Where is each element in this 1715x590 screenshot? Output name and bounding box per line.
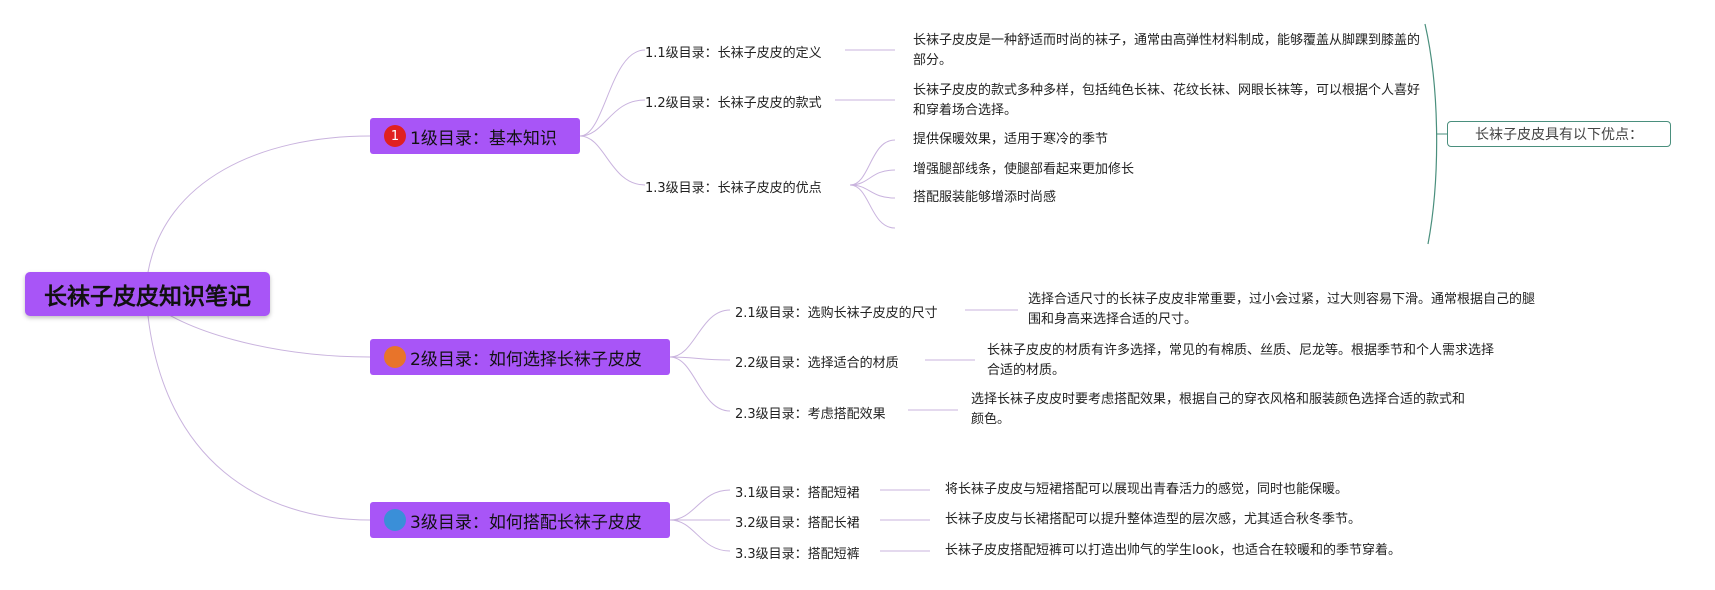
leaf-1-3-1[interactable]: 提供保暖效果，适用于寒冷的季节 [913, 132, 1109, 147]
subtopic-2-1[interactable]: 2.1级目录：选购长袜子皮皮的尺寸 [735, 306, 938, 321]
branch-2-node[interactable]: 2级目录：如何选择长袜子皮皮 [370, 339, 670, 375]
leaf-1-3-2[interactable]: 增强腿部线条，使腿部看起来更加修长 [913, 162, 1135, 177]
leaf-1-2[interactable]: 长袜子皮皮的款式多种多样，包括纯色长袜、花纹长袜、网眼长袜等，可以根据个人喜好和… [913, 83, 1421, 118]
leaf-2-2[interactable]: 长袜子皮皮的材质有许多选择，常见的有棉质、丝质、尼龙等。根据季节和个人需求选择合… [987, 343, 1495, 378]
branch-1-title: 1级目录：基本知识 [410, 128, 557, 149]
leaf-1-3-3[interactable]: 搭配服装能够增添时尚感 [913, 190, 1057, 205]
priority-2-icon [384, 346, 406, 368]
branch-2-title: 2级目录：如何选择长袜子皮皮 [410, 349, 642, 370]
summary-text: 长袜子皮皮具有以下优点： [1475, 127, 1643, 143]
priority-1-icon: 1 [384, 125, 406, 147]
subtopic-3-1[interactable]: 3.1级目录：搭配短裙 [735, 486, 860, 501]
subtopic-2-2[interactable]: 2.2级目录：选择适合的材质 [735, 356, 899, 371]
branch-3-title: 3级目录：如何搭配长袜子皮皮 [410, 512, 642, 533]
subtopic-1-3[interactable]: 1.3级目录：长袜子皮皮的优点 [645, 181, 822, 196]
leaf-3-2[interactable]: 长袜子皮皮与长裙搭配可以提升整体造型的层次感，尤其适合秋冬季节。 [945, 512, 1362, 527]
subtopic-3-3[interactable]: 3.3级目录：搭配短裤 [735, 547, 860, 562]
subtopic-3-2[interactable]: 3.2级目录：搭配长裙 [735, 516, 860, 531]
root-node[interactable]: 长袜子皮皮知识笔记 [25, 272, 270, 316]
subtopic-2-3[interactable]: 2.3级目录：考虑搭配效果 [735, 407, 886, 422]
summary-node[interactable]: 长袜子皮皮具有以下优点： [1447, 121, 1671, 147]
root-title: 长袜子皮皮知识笔记 [44, 284, 251, 310]
branch-1-node[interactable]: 1 1级目录：基本知识 [370, 118, 580, 154]
leaf-2-3[interactable]: 选择长袜子皮皮时要考虑搭配效果，根据自己的穿衣风格和服装颜色选择合适的款式和颜色… [971, 392, 1466, 427]
leaf-3-3[interactable]: 长袜子皮皮搭配短裤可以打造出帅气的学生look，也适合在较暖和的季节穿着。 [945, 543, 1402, 558]
summary-bracket [1424, 23, 1438, 245]
leaf-3-1[interactable]: 将长袜子皮皮与短裙搭配可以展现出青春活力的感觉，同时也能保暖。 [945, 482, 1349, 497]
leaf-2-1[interactable]: 选择合适尺寸的长袜子皮皮非常重要，过小会过紧，过大则容易下滑。通常根据自己的腿围… [1028, 292, 1536, 327]
priority-3-icon [384, 509, 406, 531]
branch-3-node[interactable]: 3级目录：如何搭配长袜子皮皮 [370, 502, 670, 538]
leaf-1-1[interactable]: 长袜子皮皮是一种舒适而时尚的袜子，通常由高弹性材料制成，能够覆盖从脚踝到膝盖的部… [913, 33, 1421, 68]
subtopic-1-1[interactable]: 1.1级目录：长袜子皮皮的定义 [645, 46, 822, 61]
subtopic-1-2[interactable]: 1.2级目录：长袜子皮皮的款式 [645, 96, 822, 111]
